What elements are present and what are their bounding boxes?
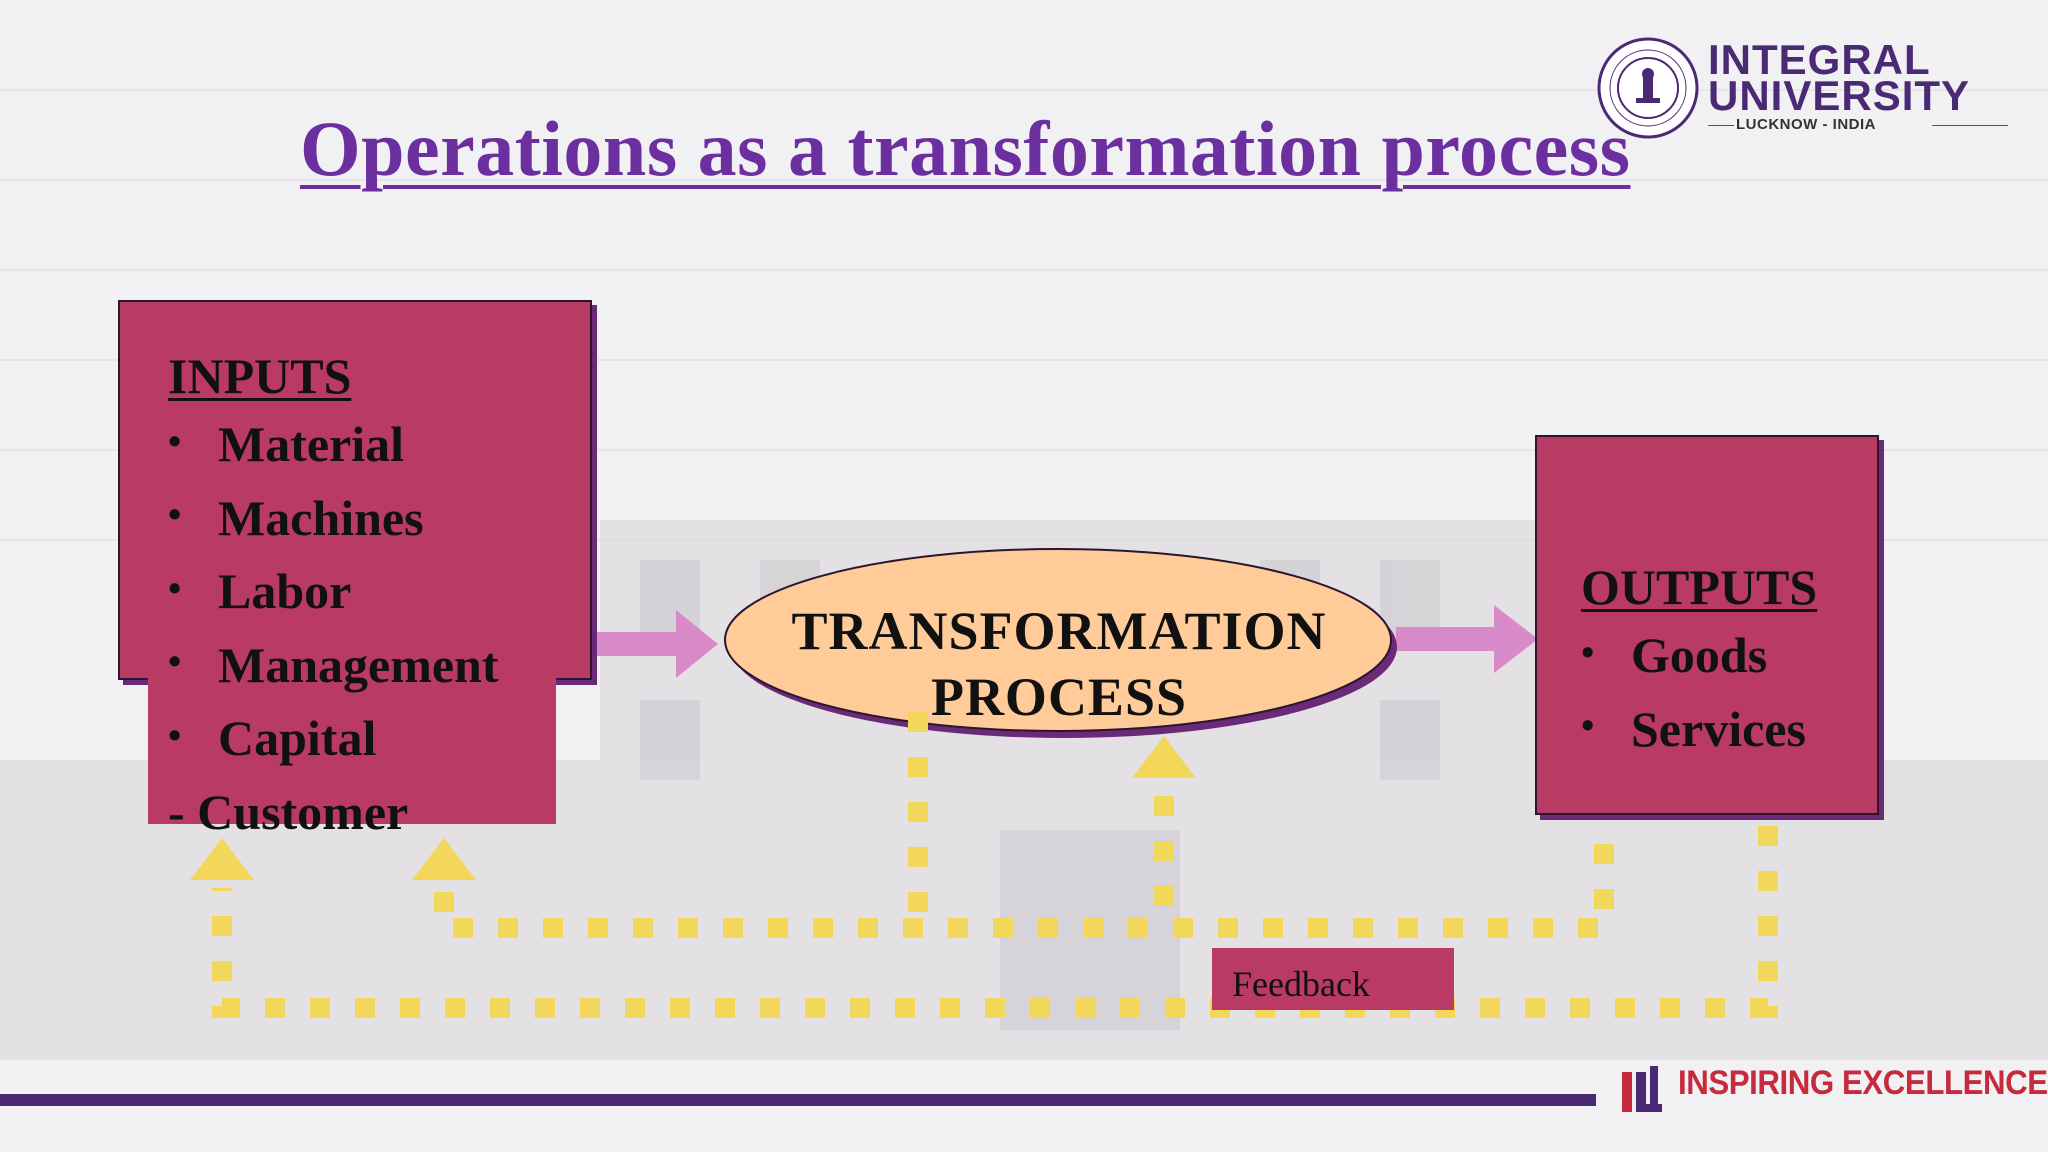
list-item: •Capital bbox=[168, 710, 377, 767]
logo-divider-left bbox=[1708, 125, 1734, 126]
feedback-loops bbox=[212, 712, 1778, 1018]
inputs-customer: - Customer bbox=[168, 783, 409, 840]
list-item: •Labor bbox=[168, 563, 352, 620]
list-item: •Goods bbox=[1581, 627, 1768, 683]
list-item: •Services bbox=[1581, 700, 1806, 757]
page-title: Operations as a transformation process bbox=[300, 105, 1631, 192]
list-item: •Management bbox=[168, 636, 499, 693]
process-label: TRANSFORMATION PROCESS bbox=[791, 601, 1327, 727]
outputs-heading: OUTPUTS bbox=[1581, 559, 1818, 615]
outputs-box bbox=[1535, 435, 1879, 815]
inputs-list: INPUTS •Material •Machines •Labor •Manag… bbox=[168, 342, 499, 846]
logo-divider-right bbox=[1932, 125, 2008, 126]
university-logo: INTEGRAL UNIVERSITY LUCKNOW - INDIA bbox=[1596, 36, 2016, 142]
inputs-box-extension bbox=[148, 676, 556, 824]
university-seal-icon bbox=[1597, 37, 1699, 139]
university-location: LUCKNOW - INDIA bbox=[1736, 116, 1876, 133]
list-item: •Machines bbox=[168, 489, 424, 546]
inputs-heading: INPUTS bbox=[168, 348, 352, 404]
arrow-process-to-outputs bbox=[1396, 605, 1538, 673]
arrow-inputs-to-process bbox=[594, 610, 718, 678]
list-item: •Material bbox=[168, 416, 405, 472]
feedback-label: Feedback bbox=[1212, 948, 1454, 1010]
footer-accent-bar bbox=[0, 1094, 1596, 1106]
slogan: INSPIRING EXCELLENCE bbox=[1678, 1064, 2048, 1102]
inputs-box bbox=[118, 300, 592, 680]
feedback-arrowheads bbox=[190, 736, 1196, 880]
integral-mark-icon bbox=[1622, 1066, 1662, 1112]
outputs-list: OUTPUTS •Goods •Services bbox=[1581, 553, 1817, 768]
university-name: INTEGRAL UNIVERSITY bbox=[1708, 36, 1971, 119]
process-ellipse bbox=[724, 548, 1392, 732]
